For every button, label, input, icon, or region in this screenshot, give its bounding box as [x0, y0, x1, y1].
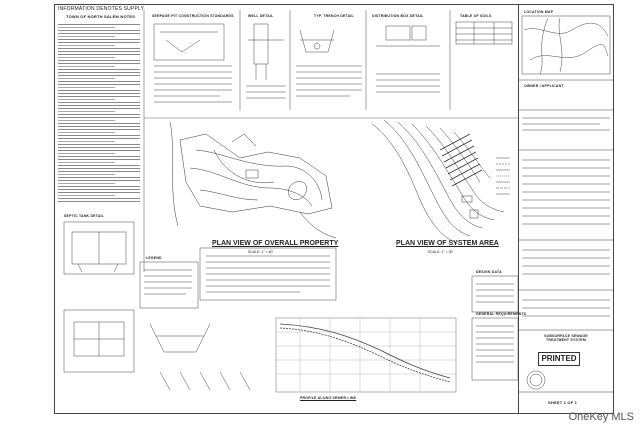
title-block-lines	[518, 79, 614, 393]
legend-lines	[496, 157, 510, 195]
title-block	[518, 4, 614, 414]
profile-header: PROFILE ALONG SEWER LINE	[300, 396, 357, 400]
printed-stamp: PRINTED	[538, 352, 580, 366]
overall-plan-title: PLAN VIEW OF OVERALL PROPERTY	[212, 240, 339, 247]
overall-plan-scale: SCALE: 1" = 60'	[248, 250, 274, 254]
trench-header: TYP. TRENCH DETAIL	[314, 14, 354, 18]
distribution-header: DISTRIBUTION BOX DETAIL	[372, 14, 424, 18]
lower-trench-detail	[149, 323, 251, 391]
general-header: GENERAL REQUIREMENTS	[476, 312, 527, 316]
soils-table	[455, 21, 513, 45]
system-area-plan	[371, 119, 505, 245]
owner-header: OWNER / APPLICANT	[524, 84, 564, 88]
seepage-header: SEEPAGE PIT CONSTRUCTION STANDARDS	[152, 14, 234, 18]
legend-header: LEGEND	[146, 256, 162, 260]
sheet-number: SHEET 1 OF 1	[548, 400, 578, 405]
septic-header: SEPTIC TANK DETAIL	[64, 214, 105, 218]
location-map	[521, 15, 611, 75]
sewer-profile	[275, 317, 457, 393]
middle-detail-boxes	[139, 247, 337, 309]
overall-property-plan	[169, 121, 337, 239]
seepage-detail-drawing	[153, 23, 232, 103]
notes-text-block	[58, 22, 140, 282]
onekey-watermark: OneKey MLS	[568, 411, 634, 423]
system-plan-scale: SCALE: 1" = 30'	[428, 250, 454, 254]
location-header: LOCATION MAP	[524, 10, 554, 14]
distribution-box-drawing	[376, 25, 440, 93]
notes-header: TOWN OF NORTH SALEM NOTES	[66, 14, 136, 19]
project-title: SUBSURFACE SEWAGE TREATMENT SYSTEM	[544, 334, 588, 342]
well-detail-drawing	[246, 23, 286, 99]
drawing-sheet	[54, 4, 614, 414]
table-header: TABLE OF SOILS	[460, 14, 492, 18]
engineer-seal	[526, 370, 546, 390]
septic-tank-drawing	[63, 221, 135, 373]
design-header: DESIGN DATA	[476, 270, 502, 274]
trench-detail-drawing	[296, 29, 362, 97]
design-boxes	[471, 275, 519, 381]
system-plan-title: PLAN VIEW OF SYSTEM AREA	[396, 240, 499, 247]
top-label: INFORMATION DENOTES SUPPLY	[58, 6, 145, 12]
well-header: WELL DETAIL	[248, 14, 274, 18]
